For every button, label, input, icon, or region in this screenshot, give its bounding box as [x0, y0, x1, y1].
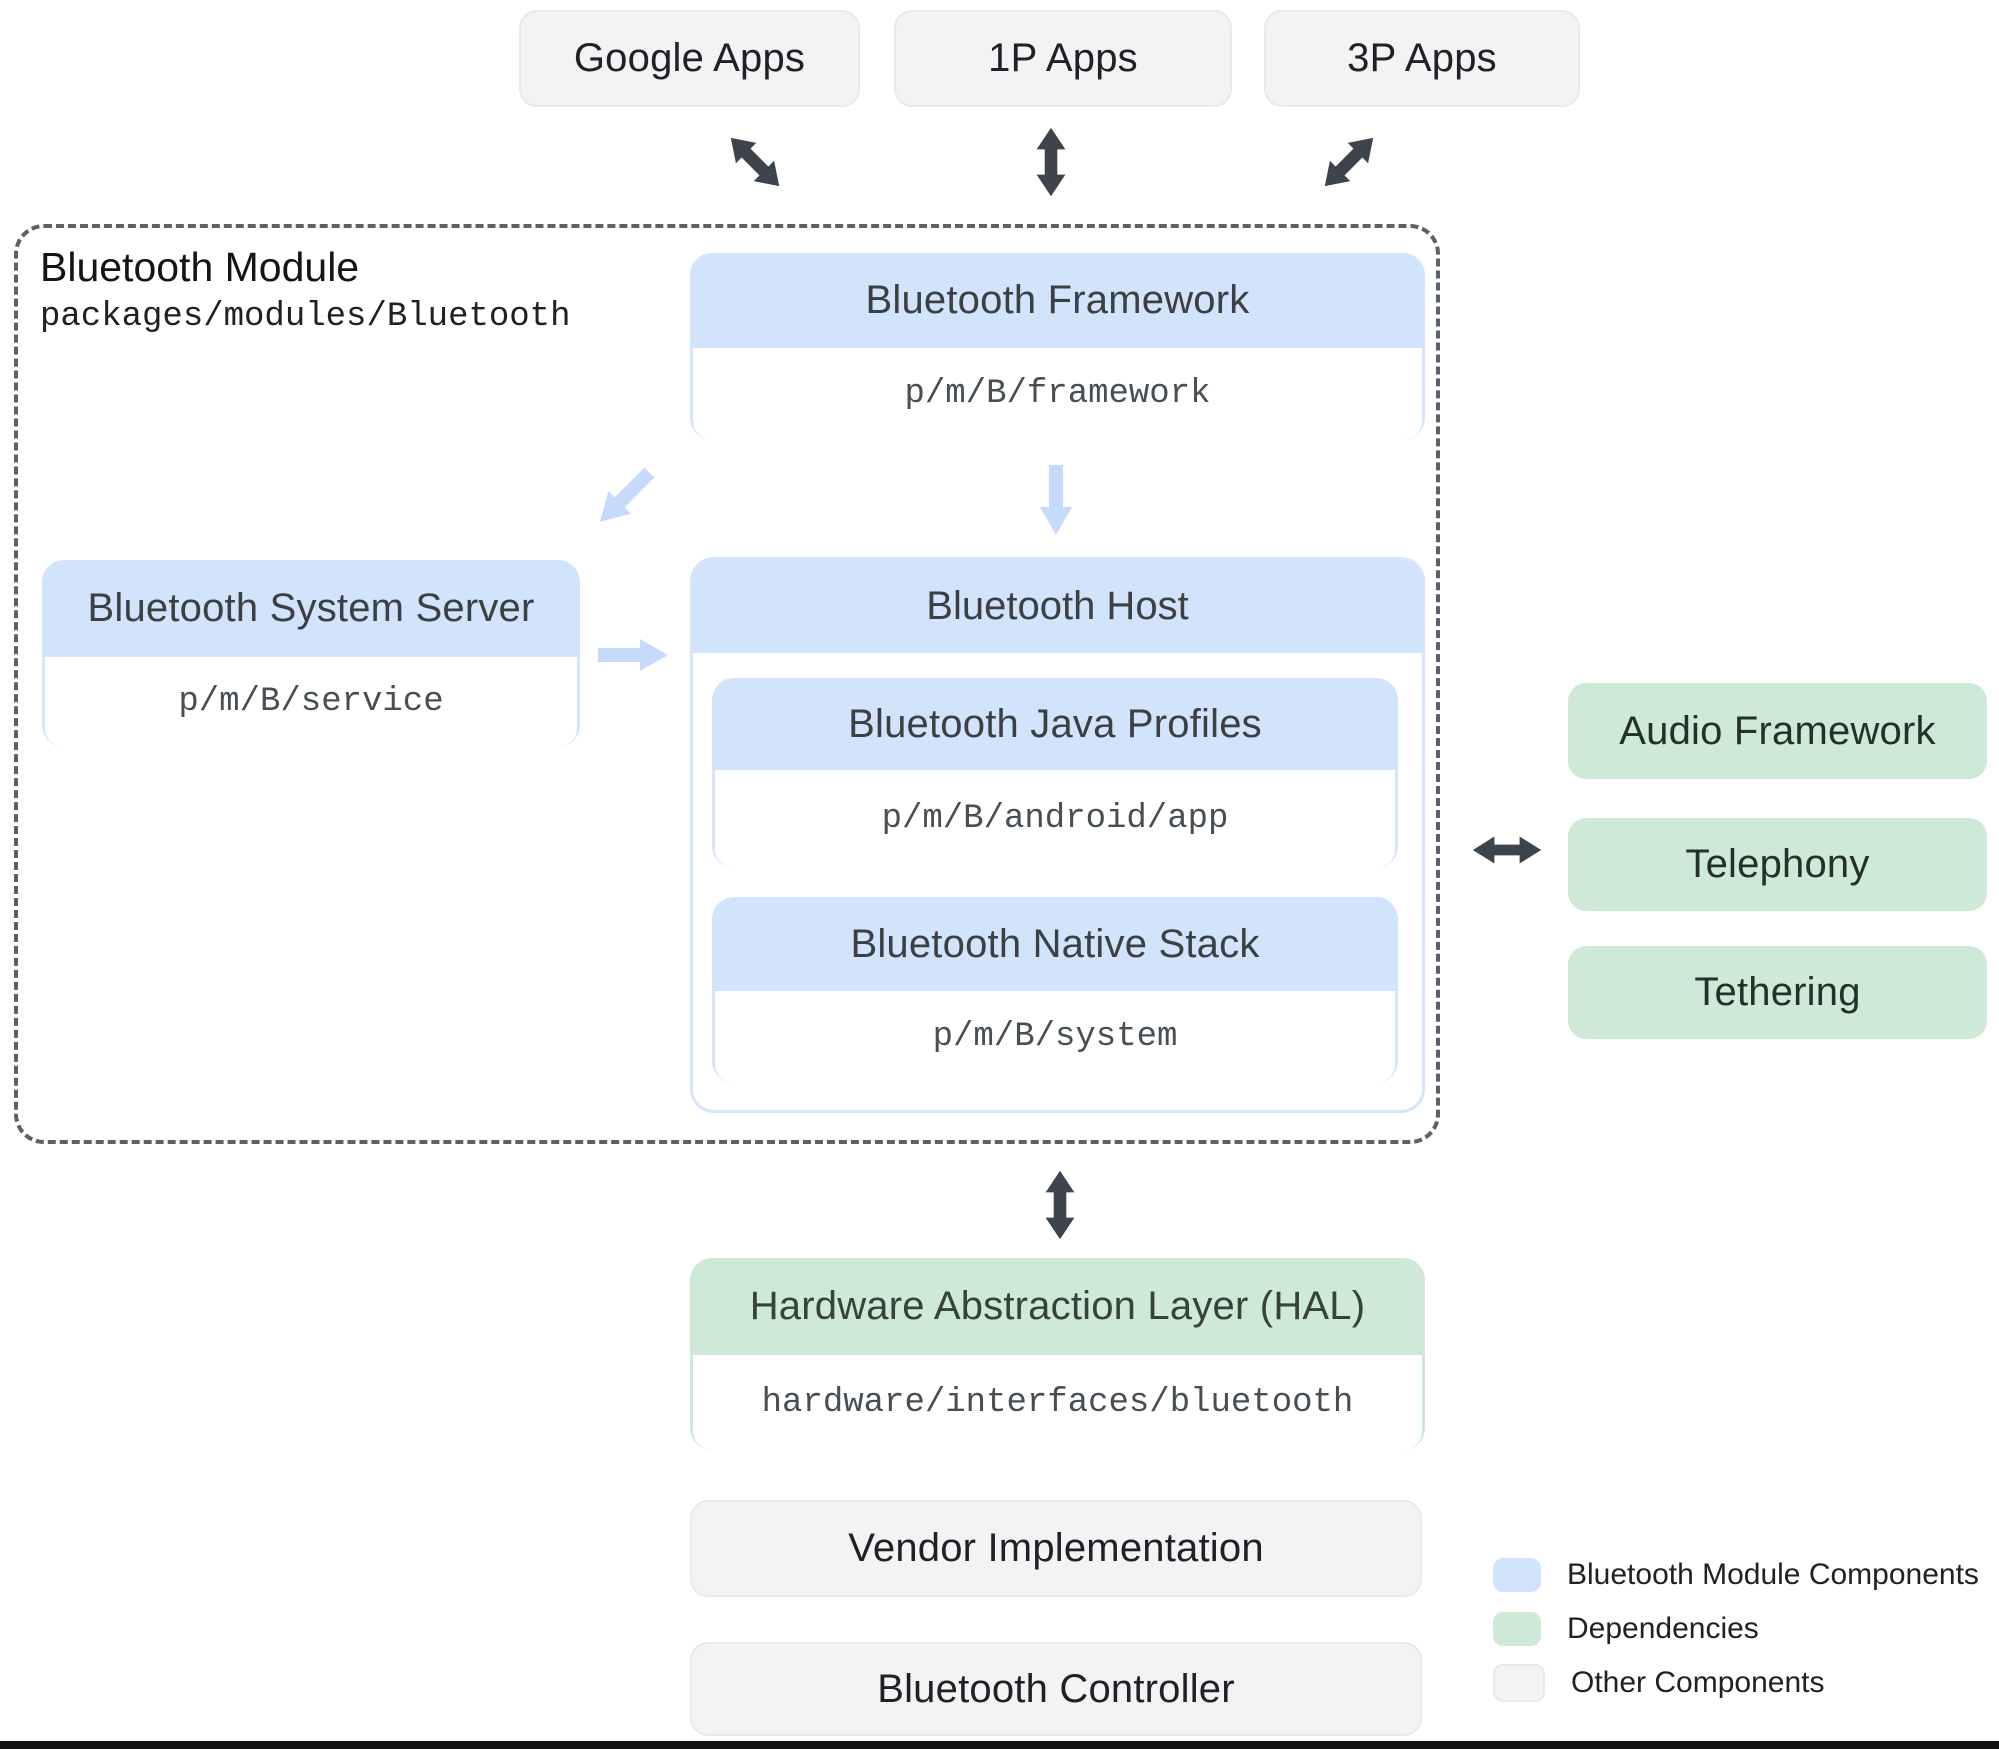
bluetooth-java-profiles-path: p/m/B/android/app: [712, 770, 1398, 868]
audio-framework-label: Audio Framework: [1619, 708, 1936, 753]
bluetooth-controller-box: Bluetooth Controller: [690, 1642, 1422, 1736]
telephony-label: Telephony: [1685, 842, 1870, 886]
audio-framework-box: Audio Framework: [1568, 683, 1987, 779]
legend-swatch-gray: [1493, 1664, 1545, 1702]
arrow-down-icon: [1040, 465, 1072, 535]
first-party-apps-label: 1P Apps: [988, 36, 1138, 80]
hal-card: Hardware Abstraction Layer (HAL) hardwar…: [690, 1258, 1425, 1450]
hal-title: Hardware Abstraction Layer (HAL): [749, 1284, 1366, 1328]
hal-path: hardware/interfaces/bluetooth: [690, 1355, 1425, 1450]
bluetooth-native-stack-title: Bluetooth Native Stack: [850, 921, 1260, 966]
module-title-block: Bluetooth Module packages/modules/Blueto…: [40, 243, 680, 339]
telephony-box: Telephony: [1568, 818, 1987, 911]
module-title: Bluetooth Module: [40, 244, 360, 290]
bluetooth-controller-label: Bluetooth Controller: [877, 1666, 1235, 1711]
bluetooth-native-stack-path: p/m/B/system: [712, 991, 1398, 1083]
bluetooth-system-server-path: p/m/B/service: [42, 657, 580, 747]
arrow-right-icon: [598, 639, 668, 671]
bluetooth-native-stack-header: Bluetooth Native Stack: [712, 897, 1398, 991]
third-party-apps-label: 3P Apps: [1347, 36, 1497, 80]
hal-header: Hardware Abstraction Layer (HAL): [690, 1258, 1425, 1355]
bluetooth-system-server-header: Bluetooth System Server: [42, 560, 580, 657]
bluetooth-java-profiles-header: Bluetooth Java Profiles: [712, 678, 1398, 770]
tethering-box: Tethering: [1568, 946, 1987, 1039]
bluetooth-system-server-card: Bluetooth System Server p/m/B/service: [42, 560, 580, 747]
bluetooth-system-server-title: Bluetooth System Server: [87, 586, 535, 630]
google-apps-label: Google Apps: [573, 36, 806, 80]
bluetooth-framework-title: Bluetooth Framework: [865, 278, 1250, 322]
legend-label-module-components: Bluetooth Module Components: [1567, 1558, 1979, 1591]
legend-label-dependencies: Dependencies: [1567, 1612, 1759, 1645]
first-party-apps-box: 1P Apps: [894, 10, 1232, 107]
double-arrow-diagonal-icon: [730, 137, 780, 187]
tethering-label: Tethering: [1694, 970, 1861, 1014]
double-arrow-vertical-icon: [1036, 127, 1066, 197]
module-path: packages/modules/Bluetooth: [40, 298, 571, 336]
legend-row-other-components: Other Components: [1493, 1664, 1825, 1702]
vendor-implementation-box: Vendor Implementation: [690, 1500, 1422, 1597]
third-party-apps-box: 3P Apps: [1264, 10, 1580, 107]
double-arrow-diagonal-icon: [1324, 137, 1374, 187]
legend-row-dependencies: Dependencies: [1493, 1612, 1759, 1646]
legend-swatch-green: [1493, 1612, 1541, 1646]
double-arrow-horizontal-icon: [1472, 836, 1542, 864]
bluetooth-java-profiles-card: Bluetooth Java Profiles p/m/B/android/ap…: [712, 678, 1398, 868]
bluetooth-java-profiles-title: Bluetooth Java Profiles: [848, 701, 1262, 746]
bluetooth-framework-card: Bluetooth Framework p/m/B/framework: [690, 253, 1425, 440]
google-apps-box: Google Apps: [519, 10, 860, 107]
bottom-edge-bar: [0, 1741, 1999, 1749]
bluetooth-host-header: Bluetooth Host: [693, 560, 1422, 653]
legend-row-module-components: Bluetooth Module Components: [1493, 1558, 1979, 1592]
bluetooth-host-title: Bluetooth Host: [926, 584, 1189, 628]
bluetooth-native-stack-card: Bluetooth Native Stack p/m/B/system: [712, 897, 1398, 1083]
bluetooth-module-boundary: [14, 224, 1440, 1144]
legend-swatch-blue: [1493, 1558, 1541, 1592]
vendor-implementation-label: Vendor Implementation: [848, 1526, 1264, 1570]
bluetooth-host-card: Bluetooth Host: [690, 557, 1425, 1113]
double-arrow-vertical-icon: [1045, 1170, 1075, 1240]
bluetooth-framework-header: Bluetooth Framework: [690, 253, 1425, 348]
legend-label-other-components: Other Components: [1571, 1666, 1825, 1699]
arrow-down-left-icon: [599, 467, 655, 523]
bluetooth-framework-path: p/m/B/framework: [690, 348, 1425, 440]
